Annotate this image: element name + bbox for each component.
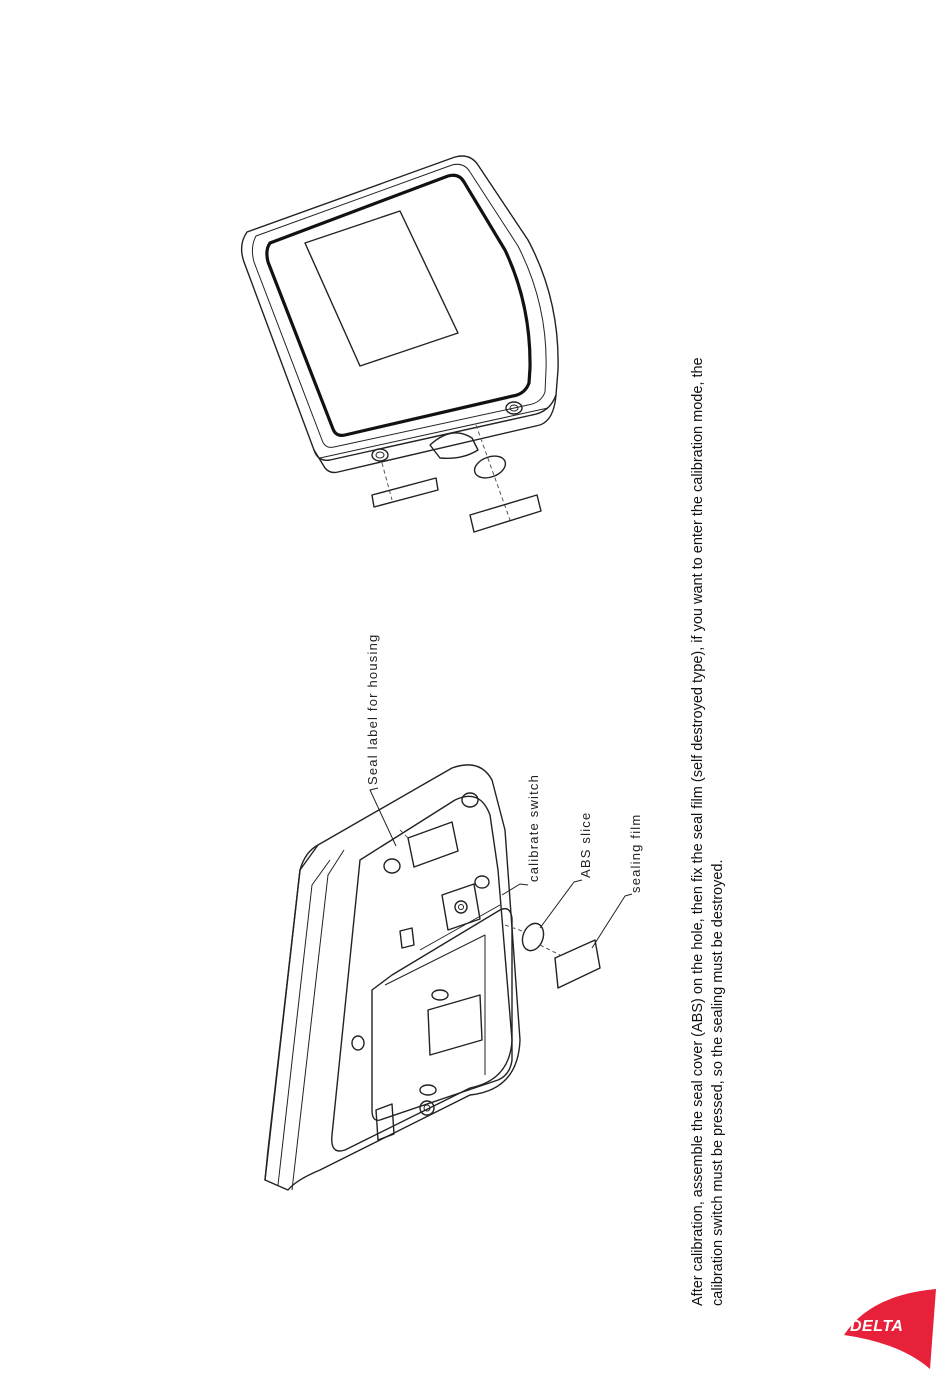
caption-line-1: After calibration, assemble the seal cov… bbox=[688, 146, 708, 1306]
abs-slice-callout: ABS slice bbox=[578, 812, 593, 878]
calibrate-switch-callout: calibrate switch bbox=[526, 774, 541, 882]
seal-label-callout: Seal label for housing bbox=[365, 634, 380, 785]
delta-logo-text: DELTA bbox=[850, 1318, 903, 1336]
instruction-caption: After calibration, assemble the seal cov… bbox=[688, 146, 728, 1306]
rear-housing bbox=[265, 765, 520, 1190]
sealing-film-callout: sealing film bbox=[628, 814, 643, 893]
caption-line-2: calibration switch must be pressed, so t… bbox=[708, 146, 728, 1306]
